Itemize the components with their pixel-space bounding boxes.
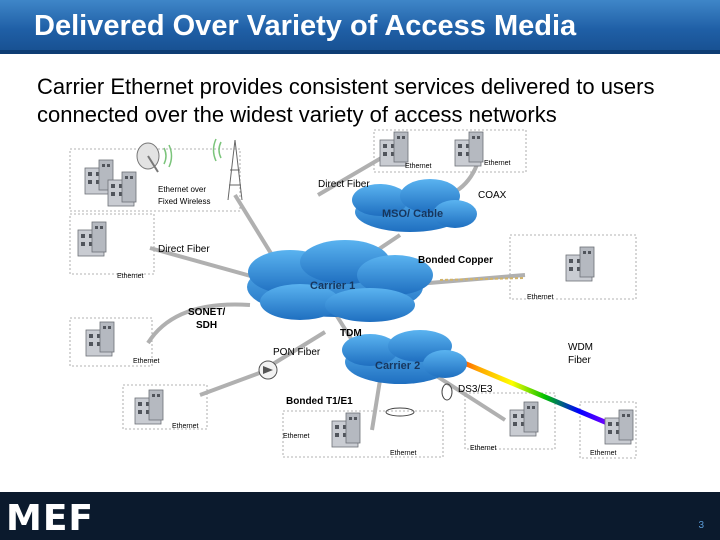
site-box-bonded-copper: [509, 234, 637, 300]
cloud-label-carrier2: Carrier 2: [375, 360, 420, 372]
building-icon: [77, 221, 107, 257]
label-ethernet-top-right: Ethernet: [484, 160, 511, 167]
satellite-dish-icon: [136, 142, 160, 173]
building-icon: [331, 412, 361, 448]
link-copper-dash: [439, 277, 526, 281]
site-box-ds3: [464, 392, 556, 450]
building-icon: [565, 246, 595, 282]
label-bonded-t1: Bonded T1/E1: [286, 396, 353, 407]
site-box-direct-fiber: [69, 213, 155, 275]
link-sonet: [146, 302, 251, 345]
label-fixed-wireless-2: Fixed Wireless: [158, 197, 210, 206]
label-ds3: DS3/E3: [458, 384, 493, 395]
building-icon: [134, 389, 164, 425]
pon-splitter-icon: [258, 360, 278, 380]
building-icon: [85, 321, 115, 357]
link-direct-fiber-left: [149, 246, 266, 282]
label-ethernet-t1-b: Ethernet: [390, 450, 417, 457]
label-pon-fiber: PON Fiber: [273, 347, 321, 358]
link-wdm: [444, 352, 613, 428]
title-rule: [0, 50, 720, 54]
cloud-carrier2: [342, 330, 467, 384]
label-coax: COAX: [478, 190, 507, 201]
label-sonet-1: SONET/: [188, 307, 225, 318]
label-tdm: TDM: [340, 328, 362, 339]
label-ethernet-ds3: Ethernet: [470, 445, 497, 452]
wireless-waves-icon: [163, 138, 222, 168]
label-bonded-copper: Bonded Copper: [418, 255, 493, 266]
site-box-t1: [282, 410, 444, 458]
mef-logo: MEF: [6, 498, 95, 539]
page-number: 3: [698, 520, 704, 531]
footer-bar: [0, 492, 720, 540]
link-ds3: [433, 373, 507, 422]
slide-title: Delivered Over Variety of Access Media: [34, 10, 577, 42]
cloud-mso: [352, 179, 477, 232]
cloud-carrier1: [247, 240, 433, 322]
label-ethernet-right: Ethernet: [527, 294, 554, 301]
label-wdm-2: Fiber: [568, 355, 591, 366]
label-direct-fiber-left: Direct Fiber: [158, 244, 210, 255]
label-ethernet-sonet: Ethernet: [133, 358, 160, 365]
radio-tower-icon: [227, 139, 243, 201]
label-direct-fiber-top: Direct Fiber: [318, 179, 370, 190]
label-ethernet-top-left: Ethernet: [405, 163, 432, 170]
t1-bundle-icon: [385, 383, 453, 417]
building-icon: [604, 409, 634, 445]
building-icon: [509, 401, 539, 437]
label-ethernet-t1-a: Ethernet: [283, 433, 310, 440]
building-icon: [379, 131, 409, 167]
site-box-sonet: [69, 317, 153, 367]
building-icon: [454, 131, 484, 167]
label-ethernet-pon: Ethernet: [172, 423, 199, 430]
site-box-wdm: [579, 401, 637, 459]
label-wdm-1: WDM: [568, 342, 593, 353]
site-box-pon: [122, 384, 208, 430]
label-fixed-wireless-1: Ethernet over: [158, 185, 206, 194]
cloud-label-carrier1: Carrier 1: [310, 280, 355, 292]
slide-subtitle: Carrier Ethernet provides consistent ser…: [37, 74, 655, 127]
site-box-top-right: [373, 129, 527, 173]
link-pon-site: [199, 370, 263, 397]
title-bar: [0, 0, 720, 54]
label-ethernet-left: Ethernet: [117, 273, 144, 280]
cloud-label-mso: MSO/ Cable: [382, 208, 443, 220]
link-t1: [370, 379, 382, 431]
label-ethernet-wdm: Ethernet: [590, 450, 617, 457]
label-sonet-2: SDH: [196, 320, 217, 331]
